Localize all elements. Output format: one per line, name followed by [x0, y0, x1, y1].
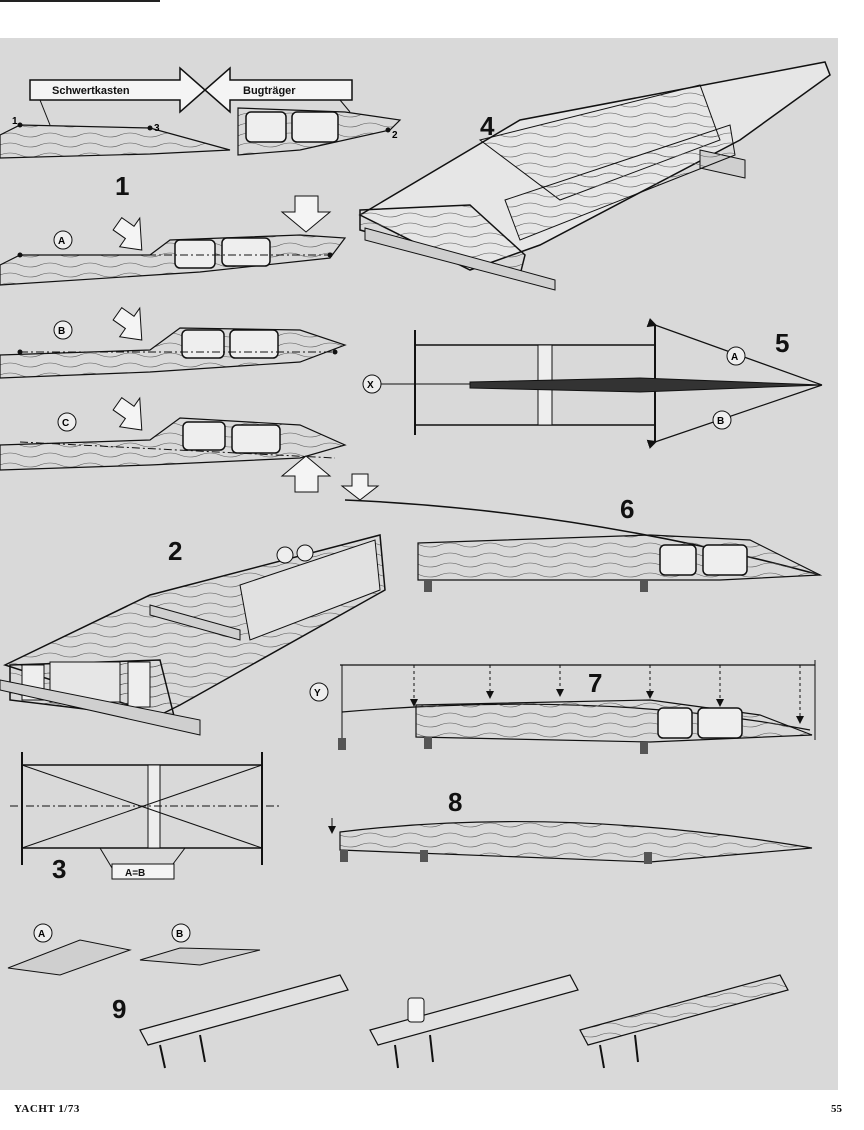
figure-5: 5 X A B	[362, 318, 823, 449]
figure-number-5: 5	[775, 328, 789, 358]
point-3-label: 3	[154, 123, 160, 134]
figure-number-3: 3	[52, 854, 66, 884]
detail-a-label: A	[38, 929, 45, 940]
figure-number-7: 7	[588, 668, 602, 698]
figure-number-8: 8	[448, 787, 462, 817]
figure-number-2: 2	[168, 536, 182, 566]
label-bugtraeger: Bugträger	[243, 85, 296, 97]
figure-6: 6	[344, 494, 823, 592]
figure-9: A B 9	[7, 923, 789, 1069]
footer-magazine: YACHT 1/73	[14, 1103, 80, 1115]
marker-x-label: X	[367, 380, 374, 391]
figure-3: A=B 3	[10, 752, 280, 884]
figure-number-4: 4	[480, 111, 495, 141]
figure-1-variant-a: A	[0, 195, 347, 286]
figure-8: 8	[328, 787, 813, 864]
diag-b-label: B	[717, 416, 724, 427]
figure-4: 4	[358, 61, 831, 291]
variant-c-label: C	[62, 418, 69, 429]
detail-b-label: B	[176, 929, 183, 940]
formula-a-equals-b: A=B	[125, 868, 145, 879]
marker-y-label: Y	[314, 688, 321, 699]
figure-number-6: 6	[620, 494, 634, 524]
variant-a-label: A	[58, 236, 65, 247]
top-rule	[0, 0, 160, 2]
figure-2: 2	[0, 534, 386, 736]
point-2-label: 2	[392, 130, 398, 141]
figure-7: 7 Y	[309, 660, 816, 754]
figure-number-9: 9	[112, 994, 126, 1024]
figure-1-variant-c: C	[0, 396, 380, 501]
figure-number-1: 1	[115, 171, 129, 201]
variant-b-label: B	[58, 326, 65, 337]
point-1-label: 1	[12, 116, 18, 127]
diag-a-label: A	[731, 352, 738, 363]
figure-1-variant-b: B	[0, 306, 347, 379]
figure-1-top: Schwertkasten Bugträger 1 3 2 1	[0, 66, 402, 201]
label-schwertkasten: Schwertkasten	[52, 85, 130, 97]
footer-page-number: 55	[831, 1103, 842, 1115]
